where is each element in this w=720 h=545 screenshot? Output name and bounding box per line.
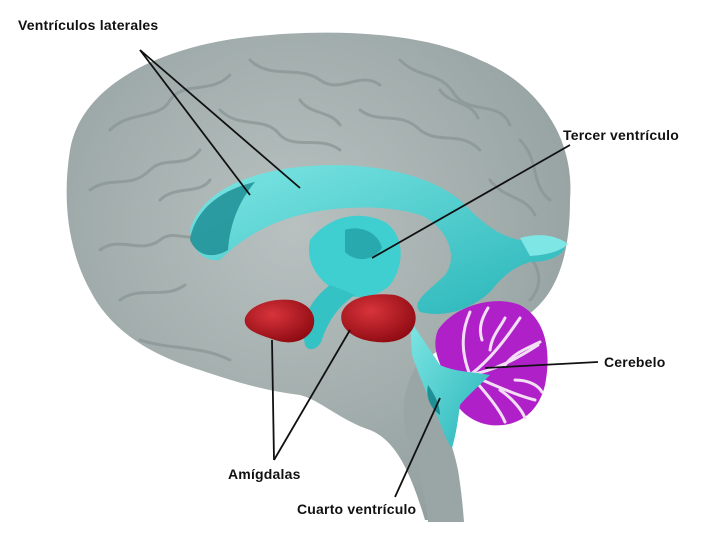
label-lateral-ventricles: Ventrículos laterales — [18, 17, 158, 33]
label-third-ventricle: Tercer ventrículo — [563, 127, 679, 143]
label-cerebellum: Cerebelo — [604, 354, 666, 370]
label-amygdalae: Amígdalas — [228, 466, 301, 482]
label-fourth-ventricle: Cuarto ventrículo — [297, 501, 416, 517]
